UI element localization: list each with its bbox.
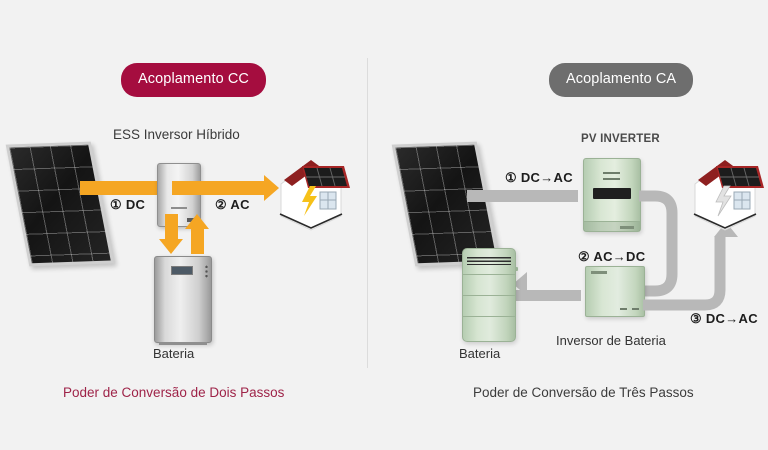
flow-dc-bar	[80, 181, 172, 195]
pv-inverter-icon	[583, 158, 641, 232]
house-svg	[279, 160, 350, 231]
flow-dc-to-ac-bar	[467, 190, 578, 202]
battery-connector	[515, 267, 518, 271]
ess-hybrid-inverter-title: ESS Inversor Híbrido	[113, 127, 240, 142]
solar-panel-cells	[395, 144, 497, 264]
flow-discharge-arrowhead	[185, 214, 209, 229]
flow-discharge-stem	[191, 228, 204, 254]
battery-display	[171, 266, 193, 275]
house-svg	[693, 160, 764, 231]
step-label-dc-to-ac: ① DC→AC	[505, 170, 573, 185]
flow-ac-to-dc-bar	[497, 290, 581, 301]
solar-panel-cells	[9, 144, 111, 264]
battery-module-divider	[463, 316, 515, 317]
battery-inverter-vent	[632, 308, 639, 310]
step-label-ac: ② AC	[215, 197, 250, 212]
badge-ac-coupling: Acoplamento CA	[549, 63, 694, 97]
pv-inverter-title: PV INVERTER	[581, 133, 660, 145]
solar-panel-icon	[5, 141, 115, 267]
battery-icon	[154, 256, 212, 345]
flow-charge-stem	[165, 214, 178, 240]
battery-indicator-leds	[205, 265, 208, 278]
inverter-slot	[171, 207, 187, 209]
pv-inverter-base	[584, 221, 640, 231]
step-label-ac-to-dc: ② AC→DC	[578, 249, 646, 264]
battery-top-vents	[467, 257, 511, 265]
flow-ac-bar	[172, 181, 268, 195]
battery-module-divider	[463, 295, 515, 296]
battery-label: Bateria	[459, 346, 501, 361]
caption-three-step-conversion: Poder de Conversão de Três Passos	[473, 385, 694, 400]
flow-charge-arrowhead	[159, 239, 183, 254]
flow-ac-to-dc-arrowhead	[513, 272, 527, 296]
battery-inverter-vent	[620, 308, 627, 310]
flow-ac-arrowhead	[264, 175, 279, 201]
battery-inverter-icon	[585, 266, 645, 317]
pv-inverter-line	[603, 178, 620, 180]
pv-inverter-line	[603, 172, 620, 174]
house-icon	[686, 144, 764, 234]
battery-module-divider	[463, 274, 515, 275]
pv-inverter-badge	[620, 226, 634, 229]
badge-dc-coupling: Acoplamento CC	[121, 63, 267, 97]
panel-divider	[367, 58, 368, 368]
battery-inverter-badge	[591, 271, 607, 274]
step-label-dc: ① DC	[110, 197, 146, 212]
battery-icon	[462, 248, 518, 342]
battery-base	[159, 342, 207, 345]
battery-label: Bateria	[153, 346, 195, 361]
battery-inverter-label: Inversor de Bateria	[556, 333, 666, 348]
caption-two-step-conversion: Poder de Conversão de Dois Passos	[63, 385, 285, 400]
house-icon	[272, 144, 350, 234]
pv-inverter-slot	[593, 188, 631, 199]
step-label-dc-to-ac-out: ③ DC→AC	[690, 311, 758, 326]
